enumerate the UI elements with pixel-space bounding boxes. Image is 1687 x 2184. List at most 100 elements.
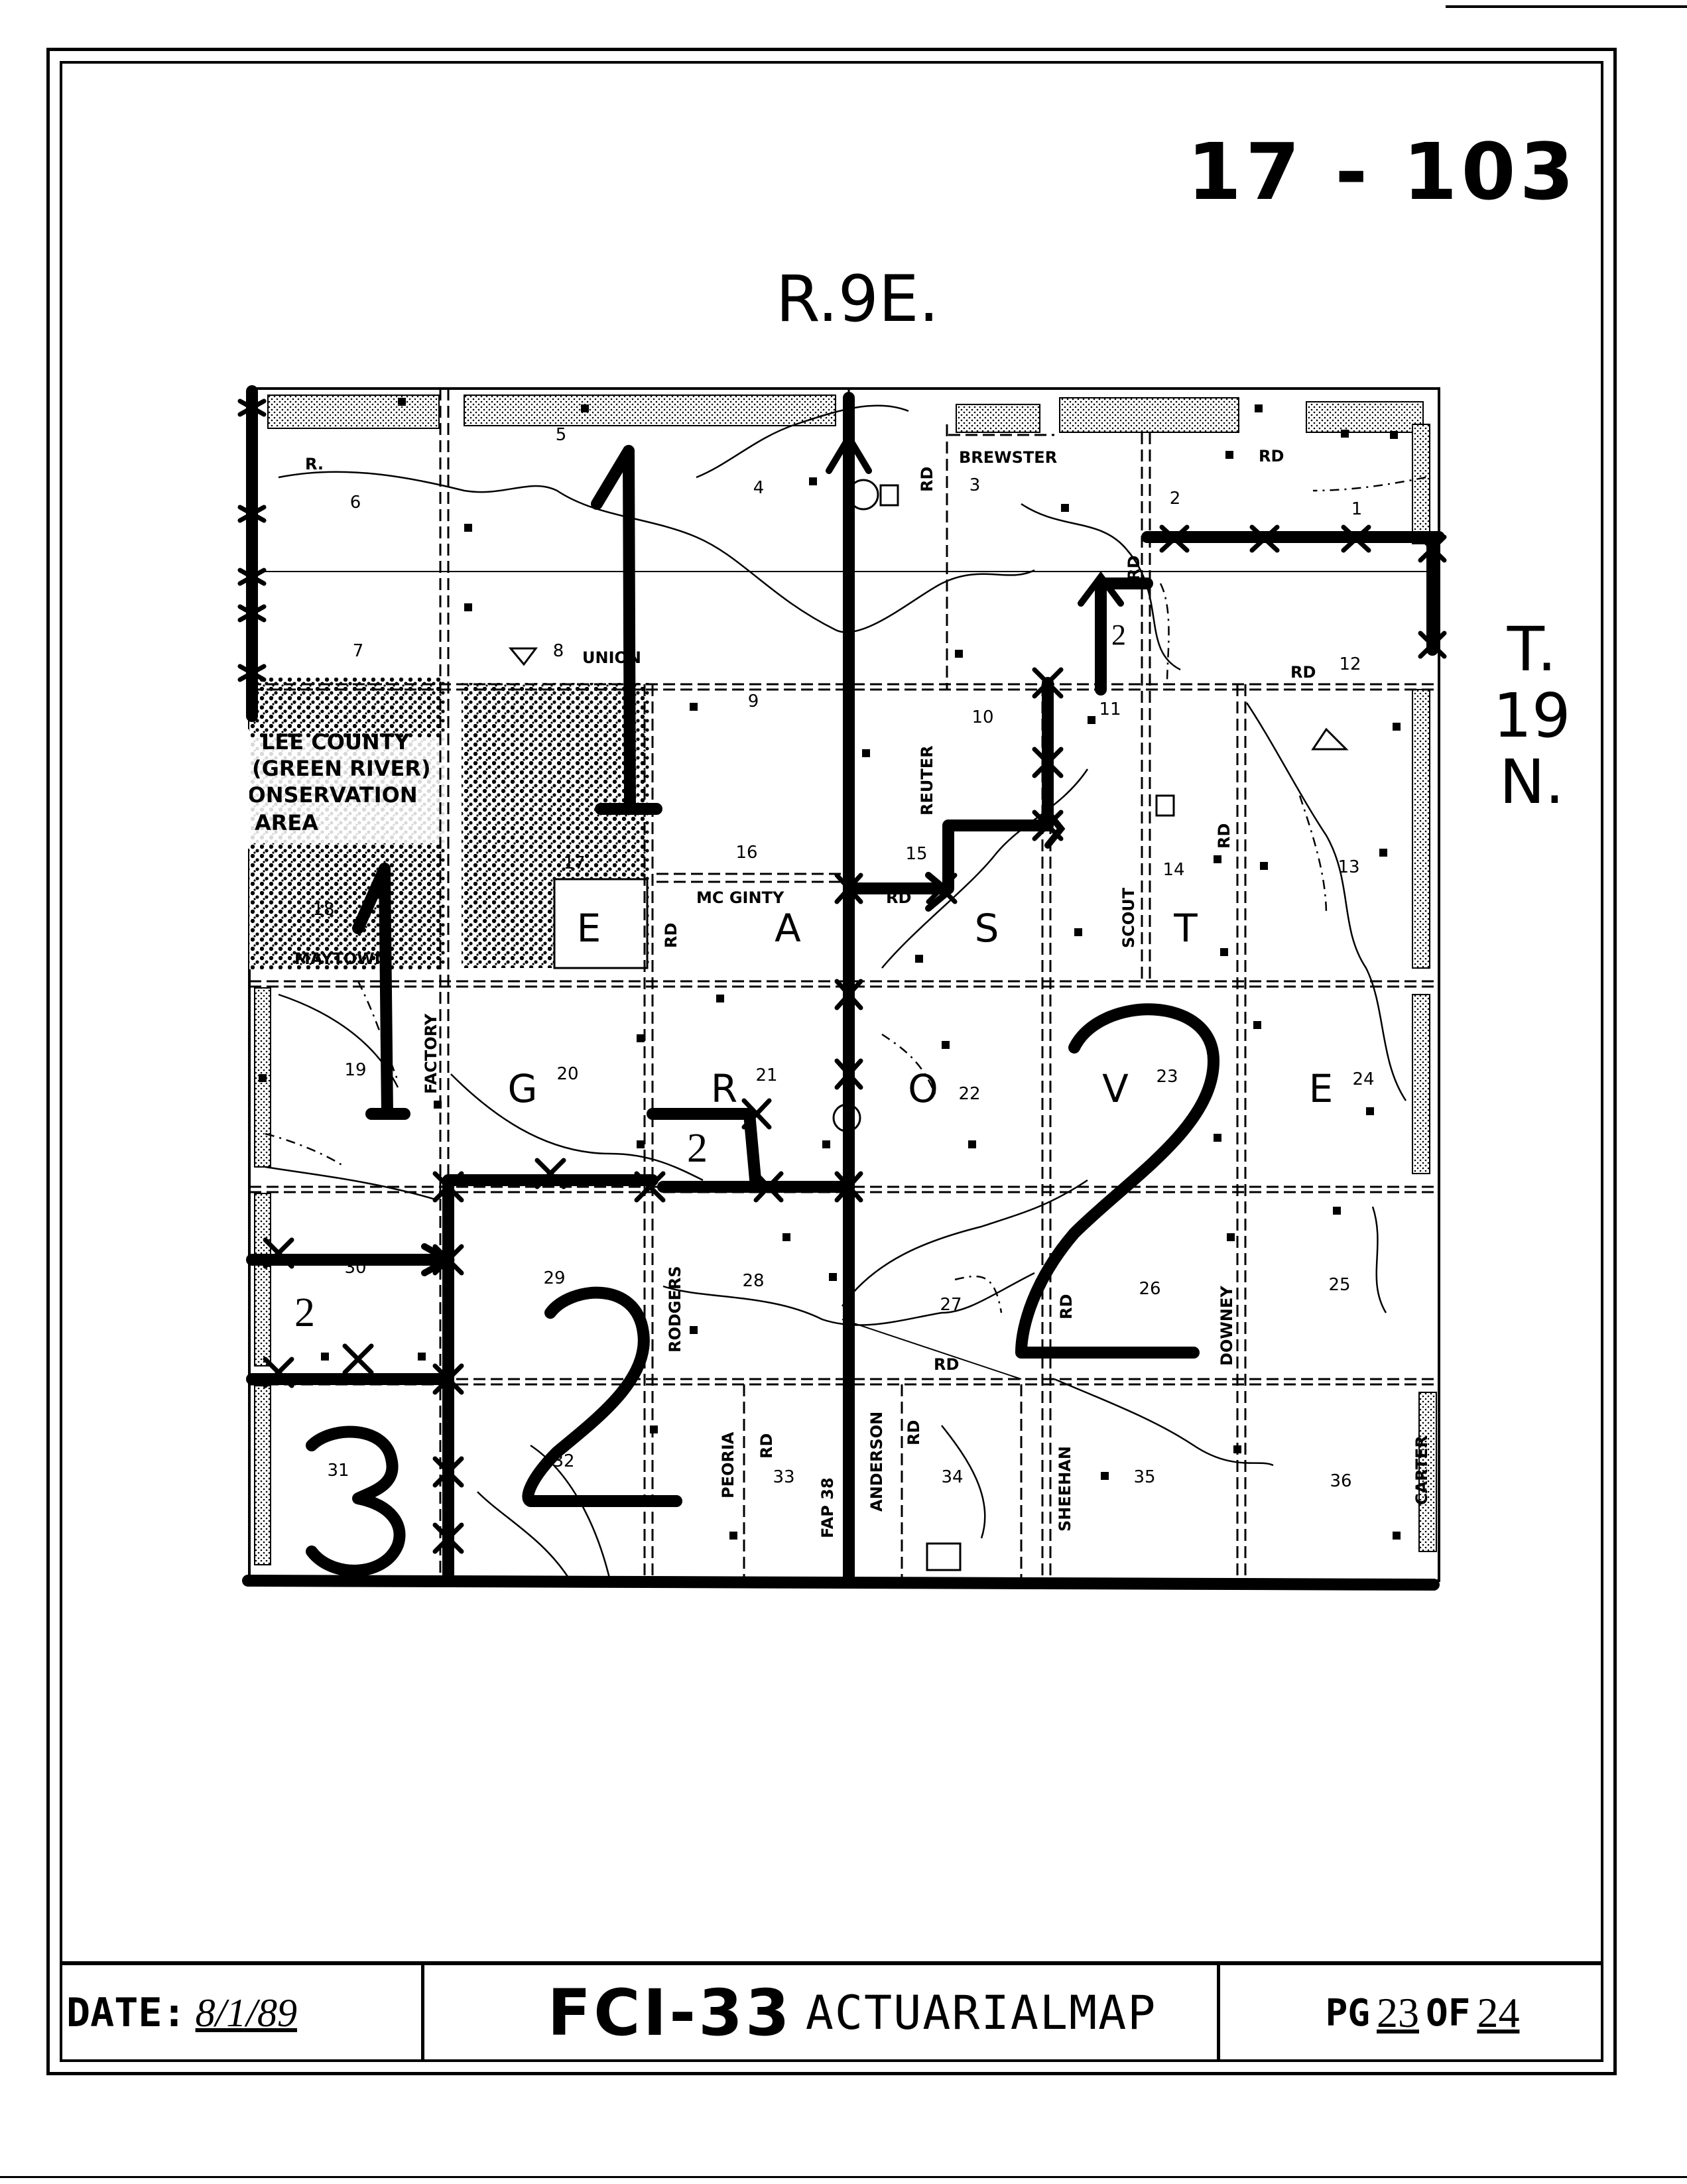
section-number: 4	[753, 478, 765, 498]
boundary-arrows	[421, 431, 1124, 1276]
section-number: 35	[1133, 1467, 1155, 1487]
map-symbols	[508, 479, 1349, 1571]
zone-number-1-west: 1	[378, 1037, 395, 1067]
road-label-rodgers: RODGERS	[666, 1266, 684, 1353]
building-dots	[259, 398, 1401, 1540]
road-label-rd: RD	[1125, 556, 1143, 581]
section-number: 13	[1338, 857, 1359, 877]
page-of: OF	[1426, 1991, 1471, 2035]
small-zone-numerals: 2 2 2	[294, 619, 1126, 1335]
township-letter-t: T	[1173, 906, 1198, 951]
road-labels-vertical: REUTER SCOUT FACTORY RODGERS PEORIA FAP …	[422, 467, 1431, 1538]
section-number: 26	[1139, 1279, 1160, 1299]
section-number: 8	[553, 641, 564, 661]
township-letter-v: V	[1102, 1066, 1129, 1111]
section-number: 29	[543, 1268, 565, 1288]
road-label-scout: SCOUT	[1119, 887, 1138, 948]
section-number: 16	[735, 843, 757, 863]
township-letter-s: S	[975, 906, 999, 951]
conservation-area-label: LEE COUNTY (GREEN RIVER) CONSERVATION AR…	[232, 729, 431, 835]
section-number: 15	[905, 844, 927, 864]
form-title-field: FCI-33 ACTUARIALMAP	[451, 1965, 1253, 2061]
section-number: 3	[969, 475, 981, 495]
section-number: 10	[971, 707, 993, 727]
footer-divider	[421, 1965, 424, 2061]
document-number: 17 - 103	[1187, 126, 1578, 217]
small-zone-number: 2	[1111, 619, 1126, 651]
road-label-maytown: MAYTOWN	[294, 949, 388, 968]
section-number: 36	[1330, 1471, 1351, 1491]
road-label-anderson: ANDERSON	[867, 1412, 886, 1512]
section-number: 2	[1170, 489, 1181, 509]
road-label-fap-38: FAP 38	[818, 1477, 837, 1538]
section-number: 20	[556, 1064, 578, 1084]
page-prefix: PG	[1325, 1991, 1370, 2035]
township-t: T.	[1507, 614, 1557, 685]
road-label-rd: RD	[918, 467, 936, 492]
road-label-rd: RD	[757, 1433, 776, 1459]
range-label: R.9E.	[776, 262, 940, 336]
conservation-line-2: (GREEN RIVER)	[252, 756, 431, 781]
zone-number-3: 3	[345, 1488, 361, 1518]
form-title: ACTUARIALMAP	[805, 1986, 1157, 2040]
conservation-line-3: CONSERVATION	[232, 782, 418, 808]
section-number: 31	[327, 1461, 349, 1481]
road-label-r: R.	[305, 455, 324, 473]
zone-number-2-south: 2	[597, 1395, 613, 1426]
conservation-line-1: LEE COUNTY	[261, 729, 410, 755]
township-letter-e1: E	[577, 906, 601, 951]
section-number: 9	[748, 692, 759, 711]
township-letter-r: R	[711, 1066, 737, 1111]
section-numbers: 1 2 3 4 5 6 7 8 9 10 11 12 13 14 15 16 1…	[312, 425, 1374, 1491]
top-edge-line	[1446, 5, 1687, 8]
zone-number-2-northeast: 2	[1127, 639, 1144, 670]
road-label-carter: CARTER	[1412, 1435, 1431, 1505]
section-number: 21	[755, 1065, 777, 1085]
zone-number-2-east: 2	[1141, 1143, 1157, 1174]
township-letter-o: O	[908, 1066, 938, 1111]
page-frame-inner	[60, 61, 1603, 2062]
section-number: 22	[958, 1084, 980, 1104]
page-total: 24	[1477, 1989, 1520, 2036]
section-number: 17	[563, 853, 585, 873]
date-value: 8/1/89	[195, 1990, 297, 2035]
footer-divider	[1217, 1965, 1220, 2061]
section-number: 7	[353, 641, 364, 661]
section-number: 18	[312, 900, 334, 920]
form-id: FCI-33	[547, 1976, 792, 2050]
zone-numeral-strokes	[306, 445, 1219, 1577]
road-label-rd: RD	[934, 1355, 959, 1374]
township-letter-g: G	[508, 1066, 538, 1111]
road-label-rd: RD	[1057, 1294, 1076, 1319]
section-number: 11	[1099, 699, 1121, 719]
road-label-mc-ginty: MC GINTY	[696, 888, 784, 907]
section-number: 30	[344, 1258, 366, 1278]
section-number: 25	[1328, 1275, 1350, 1295]
road-label-peoria: PEORIA	[719, 1431, 737, 1498]
conservation-line-4: AREA	[255, 810, 318, 835]
date-label: DATE:	[66, 1990, 186, 2036]
section-number: 5	[556, 425, 567, 445]
road-label-rd: RD	[1215, 823, 1233, 849]
road-label-rd: RD	[886, 888, 911, 907]
road-label-factory: FACTORY	[422, 1013, 440, 1094]
small-zone-number: 2	[294, 1290, 315, 1335]
streams	[265, 404, 1407, 1581]
bottom-edge-line	[0, 2176, 1687, 2178]
section-number: 1	[1351, 499, 1363, 519]
section-number: 27	[940, 1295, 962, 1315]
road-label-rd: RD	[662, 923, 680, 948]
zone-number-1-north: 1	[617, 639, 633, 670]
section-number: 19	[344, 1060, 366, 1080]
section-number: 28	[742, 1271, 764, 1291]
page-field: PG 23 OF 24	[1260, 1965, 1592, 2061]
section-number: 23	[1156, 1067, 1178, 1087]
road-labels-horizontal: BREWSTER RD RD UNION MC GINTY RD RD MAYT…	[294, 447, 1316, 1374]
road-label-downey: DOWNEY	[1218, 1286, 1236, 1366]
township-number: 19	[1493, 680, 1571, 751]
section-number: 6	[350, 493, 361, 513]
section-number: 14	[1162, 860, 1184, 880]
township-n: N.	[1499, 747, 1565, 818]
township-label: T. 19 N.	[1492, 617, 1572, 816]
